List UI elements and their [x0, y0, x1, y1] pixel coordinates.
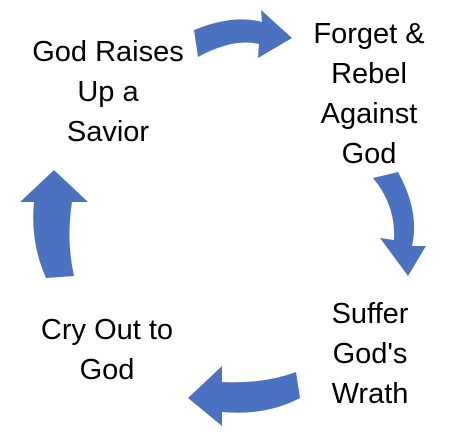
stage-god-raises-savior: God Raises Up a Savior	[32, 36, 184, 148]
stage-forget-and-rebel: Forget & Rebel Against God	[313, 18, 425, 170]
stage-suffer-wrath: Suffer God's Wrath	[331, 298, 409, 410]
stage-cry-out: Cry Out to God	[40, 314, 174, 386]
arrow-forget-to-wrath	[373, 172, 426, 276]
arrow-savior-to-forget	[194, 10, 292, 58]
arrow-cry-to-savior	[20, 170, 88, 278]
arrow-wrath-to-cry	[188, 366, 300, 426]
